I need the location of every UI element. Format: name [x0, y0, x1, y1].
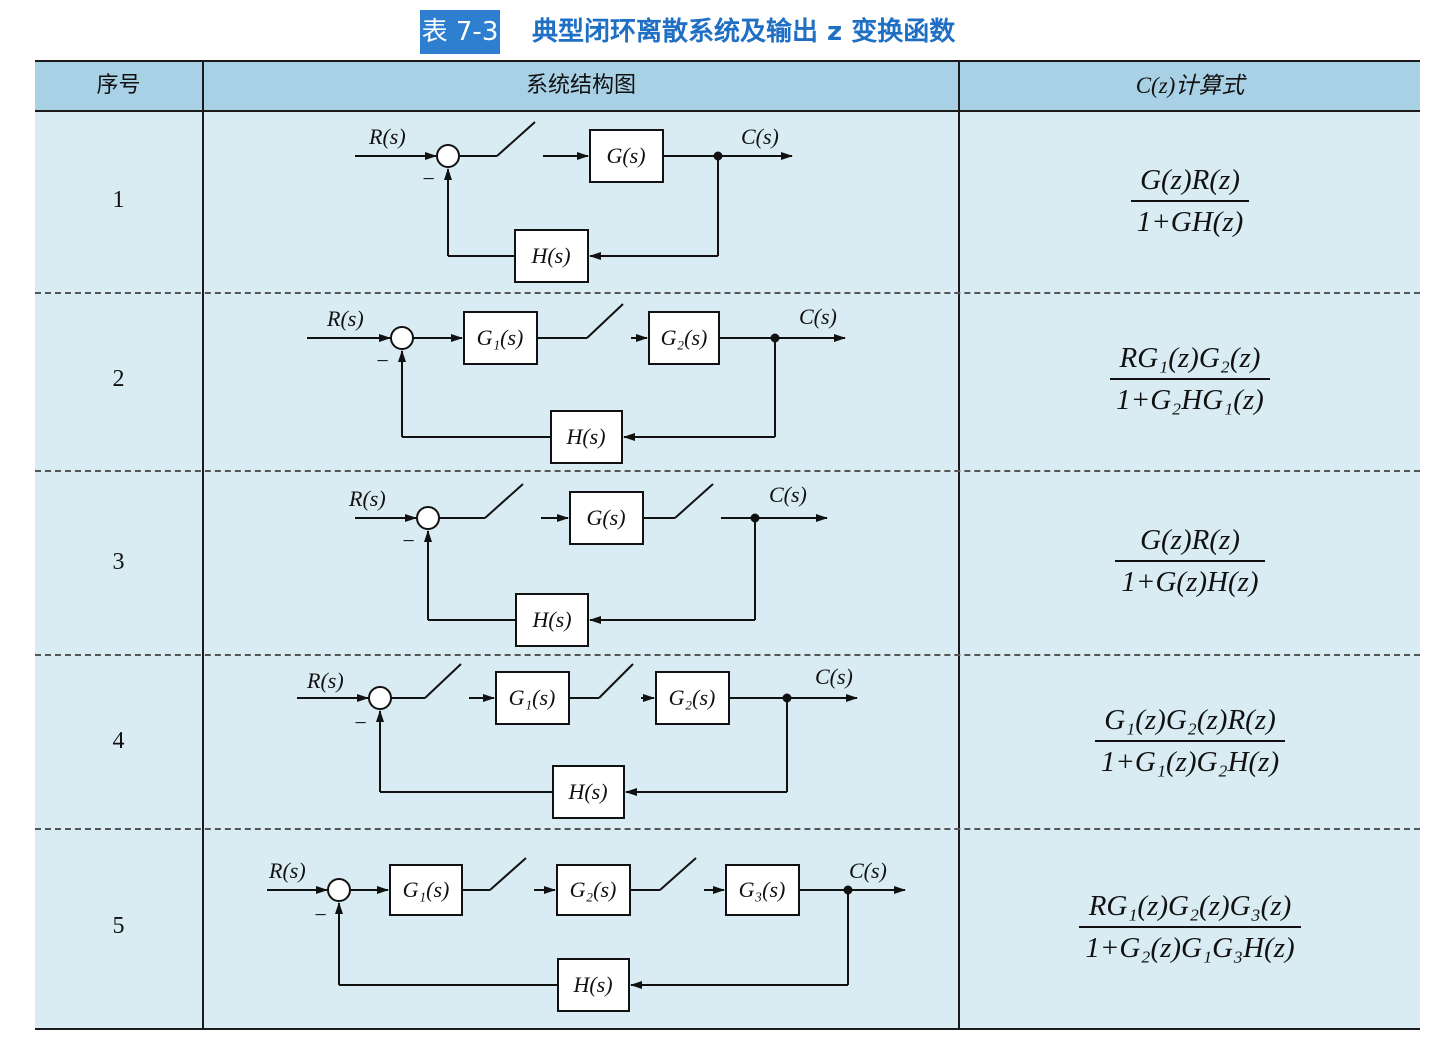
- block-g2-label: G₂(s): [661, 325, 708, 350]
- block-g-label: G(s): [606, 143, 645, 168]
- minus-sign: −: [421, 166, 436, 191]
- block-g: [589, 129, 664, 183]
- block-h: [557, 958, 630, 1012]
- block-g2: [655, 671, 730, 725]
- formula-row-3: G(z)R(z) 1+G(z)H(z): [960, 520, 1420, 602]
- formula-denominator: 1+GH(z): [1130, 200, 1250, 242]
- block-h: [514, 229, 589, 283]
- block-h: [515, 593, 589, 647]
- block-diagrams: R(s) − C(s) G(s) H(s) R(s) − C(s) G₁(s) …: [267, 121, 906, 1012]
- row-divider: [35, 828, 1420, 830]
- formula-denominator: 1+G₁(z)G₂H(z): [1094, 740, 1286, 782]
- output-label: C(s): [849, 858, 887, 883]
- formula-numerator: G(z)R(z): [1140, 524, 1240, 556]
- block-h-label: H(s): [572, 972, 612, 997]
- output-label: C(s): [799, 304, 837, 329]
- summing-junction: [368, 686, 392, 710]
- table-title: 典型闭环离散系统及输出 z 变换函数: [532, 17, 956, 47]
- output-label: C(s): [769, 482, 807, 507]
- formula-row-5: RG₁(z)G₂(z)G₃(z) 1+G₂(z)G₁G₃H(z): [960, 886, 1420, 968]
- sampler-switch: [674, 483, 714, 519]
- block-g1: [389, 864, 463, 916]
- block-g2-label: G₂(s): [669, 685, 716, 710]
- diagram-row-1: [355, 121, 793, 283]
- summing-junction: [390, 326, 414, 350]
- input-label: R(s): [348, 486, 386, 511]
- formula-denominator: 1+G₂(z)G₁G₃H(z): [1079, 926, 1301, 968]
- column-divider: [958, 60, 960, 1028]
- output-label: C(s): [815, 664, 853, 689]
- formula-numerator: G(z)R(z): [1140, 164, 1240, 196]
- row-number: 3: [112, 549, 125, 575]
- minus-sign: −: [401, 528, 416, 553]
- formula-denominator: 1+G(z)H(z): [1115, 560, 1265, 602]
- header-index: 序号: [96, 73, 141, 98]
- summing-junction: [436, 144, 460, 168]
- block-g1: [495, 671, 570, 725]
- formula-row-2: RG₁(z)G₂(z) 1+G₂HG₁(z): [960, 338, 1420, 420]
- block-g2: [556, 864, 631, 916]
- input-label: R(s): [306, 668, 344, 693]
- block-g1-label: G₁(s): [477, 325, 524, 350]
- diagram-row-4: [297, 663, 858, 819]
- sampler-switch: [496, 121, 536, 157]
- block-g1-label: G₁(s): [403, 877, 450, 902]
- row-number: 1: [112, 187, 125, 213]
- summing-junction: [416, 506, 440, 530]
- diagram-row-2: [307, 303, 846, 464]
- diagram-row-5: [267, 857, 906, 1012]
- block-g1-label: G₁(s): [509, 685, 556, 710]
- block-g-label: G(s): [586, 505, 625, 530]
- row-number: 5: [112, 913, 125, 939]
- input-label: R(s): [268, 858, 306, 883]
- block-g3: [725, 864, 800, 916]
- block-h-label: H(s): [567, 779, 607, 804]
- sampler-switch: [484, 483, 524, 519]
- row-number: 4: [112, 728, 125, 754]
- formula-numerator: G₁(z)G₂(z)R(z): [1104, 704, 1276, 736]
- sampler-switch: [598, 663, 634, 699]
- block-g2-label: G₂(s): [570, 877, 617, 902]
- block-g2: [648, 311, 720, 365]
- column-divider: [202, 60, 204, 1028]
- table-number-tag: 表 7-3: [420, 10, 500, 54]
- table-bottom-rule: [35, 1028, 1420, 1030]
- table-header: 序号 系统结构图 C(z)计算式: [35, 60, 1420, 112]
- formula-numerator: RG₁(z)G₂(z): [1119, 342, 1261, 374]
- minus-sign: −: [375, 348, 390, 373]
- minus-sign: −: [353, 710, 368, 735]
- row-divider: [35, 654, 1420, 656]
- input-label: R(s): [326, 306, 364, 331]
- input-label: R(s): [368, 124, 406, 149]
- formula-numerator: RG₁(z)G₂(z)G₃(z): [1088, 890, 1292, 922]
- block-g1: [463, 311, 538, 365]
- sampler-switch: [586, 303, 624, 339]
- sampler-switch: [424, 663, 462, 699]
- formula-row-4: G₁(z)G₂(z)R(z) 1+G₁(z)G₂H(z): [960, 700, 1420, 782]
- sampler-switch: [489, 857, 527, 891]
- row-divider: [35, 292, 1420, 294]
- block-g: [569, 491, 644, 545]
- block-h-label: H(s): [531, 607, 571, 632]
- minus-sign: −: [313, 902, 328, 927]
- output-label: C(s): [741, 124, 779, 149]
- block-g3-label: G₃(s): [739, 877, 786, 902]
- header-formula: C(z)计算式: [1135, 73, 1245, 98]
- formula-row-1: G(z)R(z) 1+GH(z): [960, 160, 1420, 242]
- row-number: 2: [112, 366, 125, 392]
- header-diagram: 系统结构图: [525, 73, 636, 98]
- block-h-label: H(s): [565, 424, 605, 449]
- formula-denominator: 1+G₂HG₁(z): [1110, 378, 1270, 420]
- table-caption: 表 7-3 典型闭环离散系统及输出 z 变换函数: [0, 6, 1441, 56]
- block-h-label: H(s): [530, 243, 570, 268]
- sampler-switch: [659, 857, 697, 891]
- block-h: [552, 765, 625, 819]
- summing-junction: [327, 878, 351, 902]
- row-divider: [35, 470, 1420, 472]
- diagram-row-3: [355, 483, 828, 647]
- system-table: 序号 系统结构图 C(z)计算式 1 2 3 4 5 G(z)R(z) 1+GH(…: [35, 60, 1420, 1030]
